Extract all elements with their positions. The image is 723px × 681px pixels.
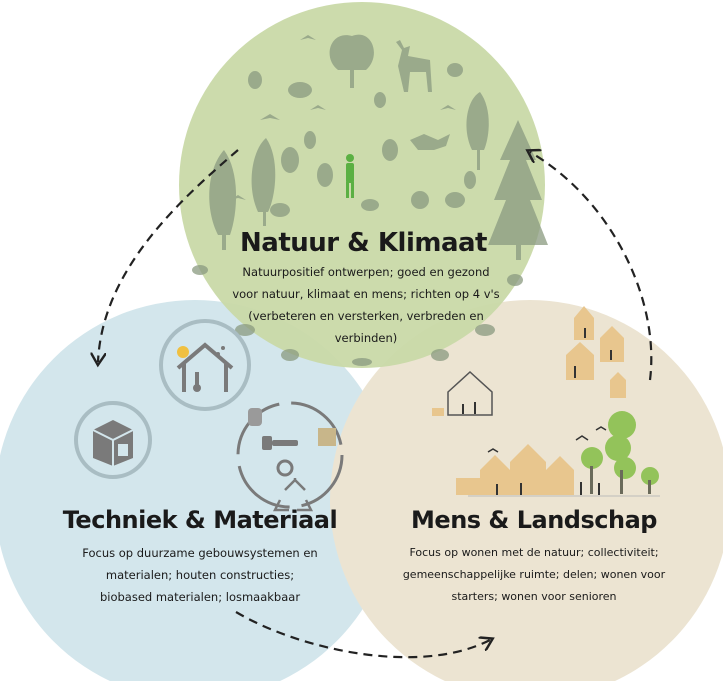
nature-line: (verbeteren en versterken, verbreden en: [248, 309, 484, 323]
people-line: gemeenschappelijke ruimte; delen; wonen …: [402, 568, 666, 581]
technique-line: materialen; houten constructies;: [105, 568, 295, 582]
nature-silhouettes: [192, 34, 548, 366]
nature-description: Natuurpositief ontwerpen; goed en gezond…: [216, 261, 516, 349]
technique-description: Focus op duurzame gebouwsystemen en mate…: [60, 542, 340, 608]
nature-line: Natuurpositief ontwerpen; goed en gezond: [242, 265, 490, 279]
arrow-technique-to-people: [235, 611, 490, 659]
people-line: Focus op wonen met de natuur; collectivi…: [409, 546, 659, 559]
nature-circle: [179, 2, 545, 368]
recycle-icon: [272, 478, 314, 512]
arrow-people-to-nature: [530, 152, 653, 381]
people-illustration: [432, 306, 660, 497]
house-climate-icon: [159, 319, 251, 411]
people-line: starters; wonen voor senioren: [451, 590, 617, 603]
technique-line: biobased materialen; losmaakbaar: [99, 590, 301, 604]
nature-line: voor natuur, klimaat en mens; richten op…: [232, 287, 500, 301]
technique-line: Focus op duurzame gebouwsystemen en: [82, 546, 318, 560]
circular-materials-icon: [236, 401, 344, 509]
arrow-nature-to-technique: [98, 149, 239, 362]
nature-line: verbinden): [334, 331, 398, 345]
nature-title: Natuur & Klimaat: [240, 228, 487, 258]
technique-circle: [0, 300, 395, 681]
technique-title: Techniek & Materiaal: [62, 506, 338, 534]
modular-block-icon: [74, 401, 152, 479]
people-description: Focus op wonen met de natuur; collectivi…: [389, 542, 679, 608]
people-title: Mens & Landschap: [411, 506, 657, 534]
human-figure: [346, 154, 354, 198]
